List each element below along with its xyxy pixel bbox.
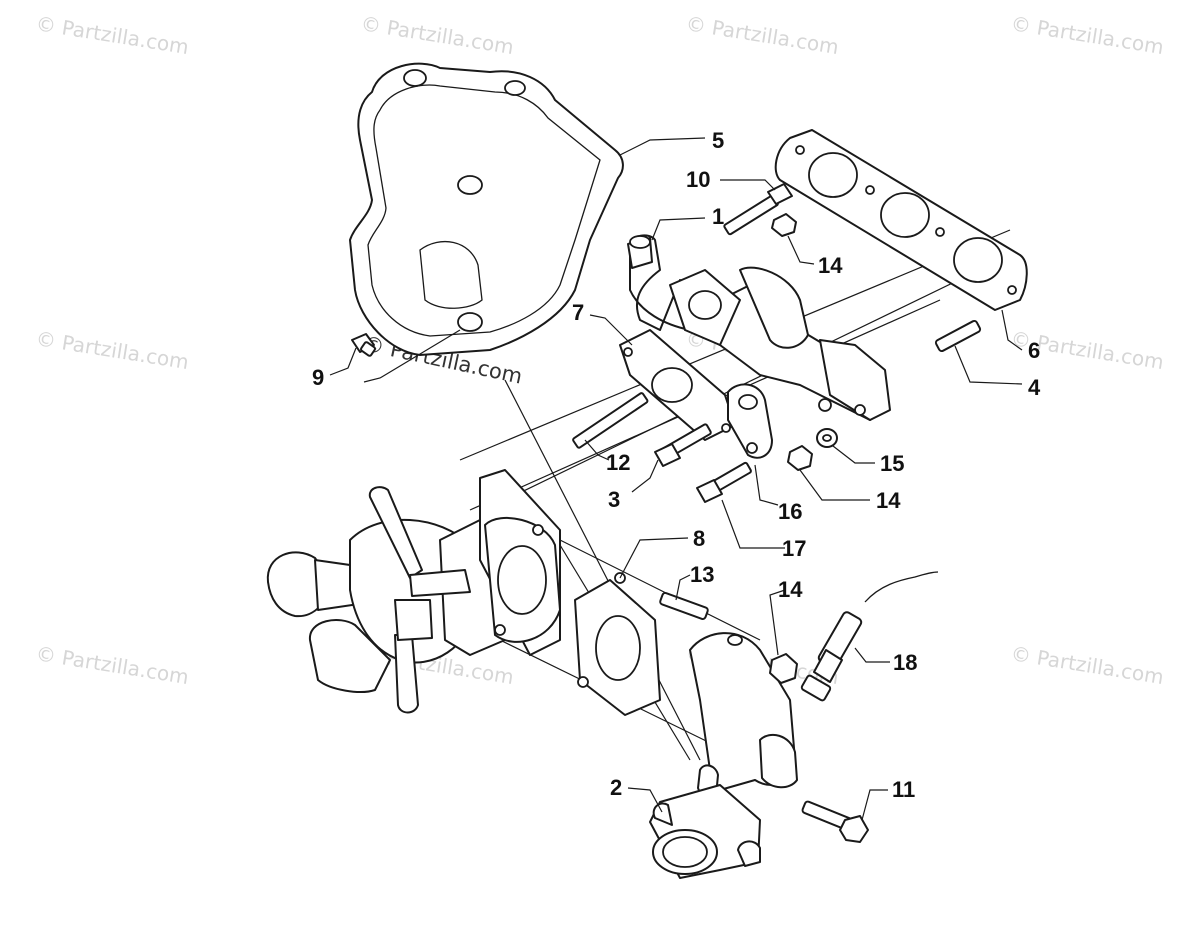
callout-16[interactable]: 16 <box>778 499 802 524</box>
callout-2[interactable]: 2 <box>610 775 622 800</box>
callout-leaders <box>329 137 1023 821</box>
watermark: © Partzilla.com <box>684 11 840 59</box>
callout-14-lower[interactable]: 14 <box>778 577 803 602</box>
stud-4[interactable] <box>934 319 982 353</box>
stud-12[interactable] <box>572 392 649 449</box>
callout-8[interactable]: 8 <box>693 526 705 551</box>
heat-shield[interactable] <box>349 62 624 356</box>
watermark: © Partzilla.com <box>1009 11 1165 59</box>
callout-5[interactable]: 5 <box>712 128 724 153</box>
callout-9[interactable]: 9 <box>312 365 324 390</box>
callout-13[interactable]: 13 <box>690 562 714 587</box>
turbocharger[interactable] <box>266 469 561 714</box>
exhaust-elbow[interactable] <box>689 632 798 799</box>
watermark: © Partzilla.com <box>34 641 190 689</box>
nut-14-middle[interactable] <box>787 445 813 471</box>
bolt-17[interactable] <box>696 461 752 503</box>
callout-12[interactable]: 12 <box>606 450 630 475</box>
shield-bolt[interactable] <box>351 333 376 357</box>
turbo-gasket-8[interactable] <box>574 572 661 716</box>
callout-11[interactable]: 11 <box>892 777 915 802</box>
oxygen-sensor[interactable] <box>800 571 939 702</box>
bolt-11[interactable] <box>801 800 869 843</box>
callout-1[interactable]: 1 <box>712 204 724 229</box>
watermark: © Partzilla.com <box>34 326 190 374</box>
callout-4[interactable]: 4 <box>1028 375 1041 400</box>
watermark: © Partzilla.com <box>34 11 190 59</box>
exhaust-manifold[interactable] <box>627 234 891 421</box>
washer-15[interactable] <box>816 428 838 448</box>
callout-7[interactable]: 7 <box>572 300 584 325</box>
bracket-16[interactable] <box>727 383 773 459</box>
outlet-flange[interactable] <box>649 784 761 879</box>
callout-labels: 1 2 3 4 5 6 7 8 9 10 11 12 13 14 14 14 1… <box>312 128 1041 802</box>
stud-13[interactable] <box>659 591 709 621</box>
nut-14-top[interactable] <box>771 213 797 237</box>
callout-14-top[interactable]: 14 <box>818 253 843 278</box>
callout-15[interactable]: 15 <box>880 451 904 476</box>
callout-3[interactable]: 3 <box>608 487 620 512</box>
nut-14-lower[interactable] <box>769 653 798 684</box>
callout-14-middle[interactable]: 14 <box>876 488 901 513</box>
watermark: © Partzilla.com <box>359 11 515 59</box>
callout-18[interactable]: 18 <box>893 650 917 675</box>
callout-10[interactable]: 10 <box>686 167 710 192</box>
manifold-gasket[interactable] <box>774 129 1028 311</box>
watermark: © Partzilla.com <box>1009 641 1165 689</box>
callout-6[interactable]: 6 <box>1028 338 1040 363</box>
bolt-3[interactable] <box>654 423 712 467</box>
callout-17[interactable]: 17 <box>782 536 806 561</box>
